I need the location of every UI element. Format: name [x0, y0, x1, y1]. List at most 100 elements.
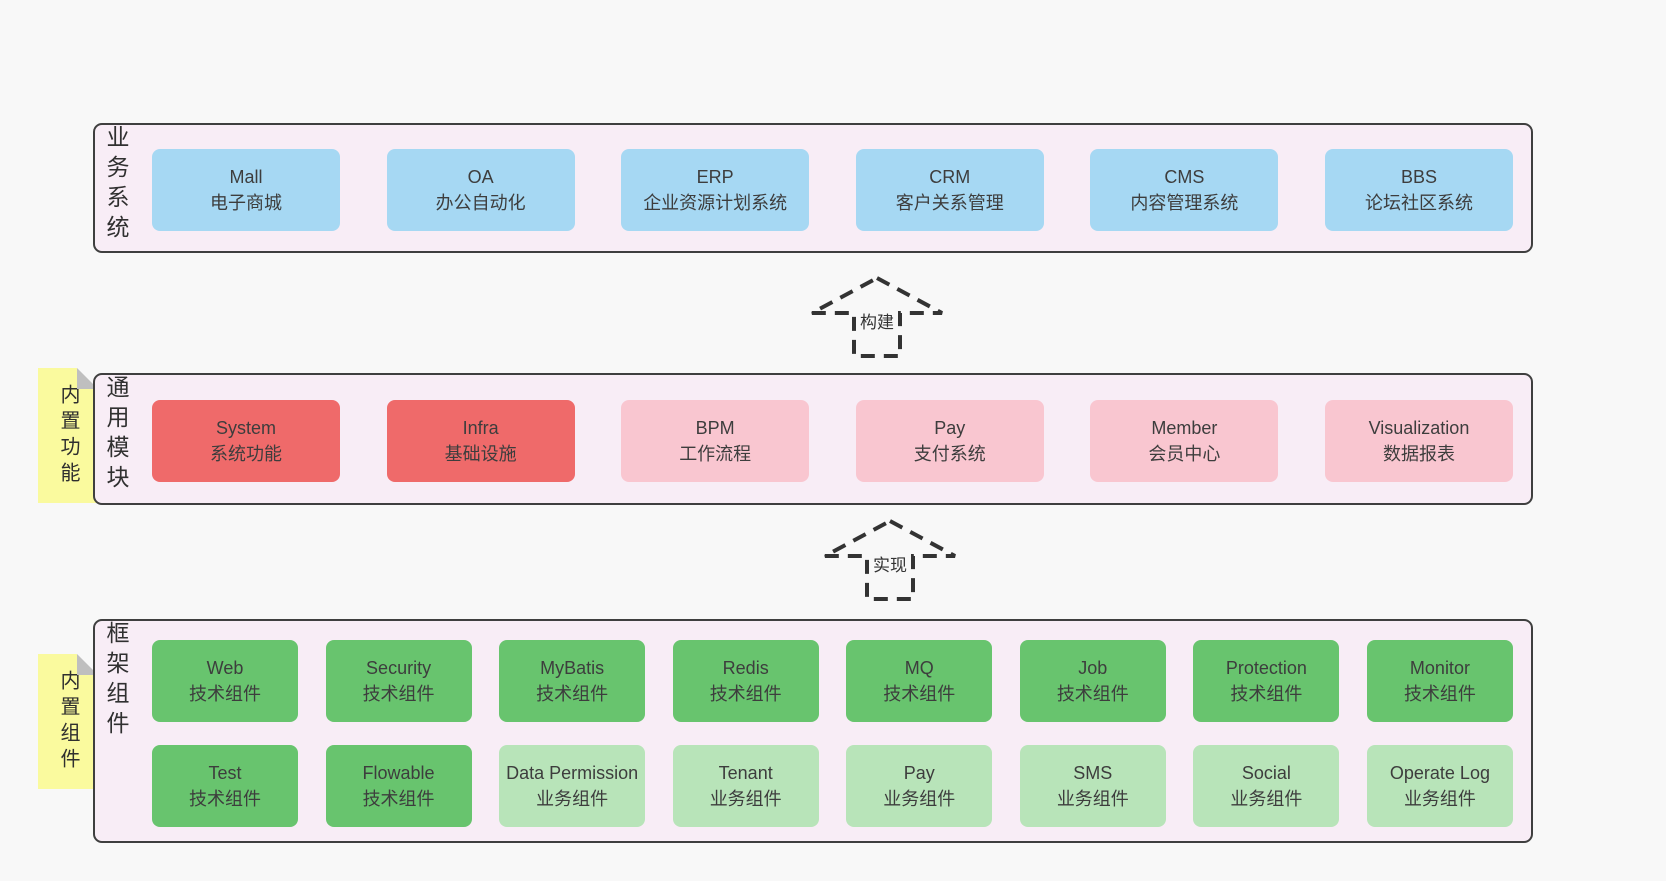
box-social-name: Social [1241, 762, 1291, 783]
box-protection-name: Protection [1225, 657, 1307, 678]
note-builtin-features-text: 内置功能 [57, 383, 79, 488]
box-member-desc: 会员中心 [1148, 444, 1221, 464]
box-protection-desc: 技术组件 [1230, 684, 1303, 704]
box-erp-name: ERP [696, 166, 734, 187]
box-security-desc: 技术组件 [362, 684, 435, 704]
band-common-modules: 通用模块 System 系统功能 Infra 基础设施 BPM 工作流程 Pay 支付系… [93, 373, 1533, 505]
box-cms-desc: 内容管理系统 [1130, 193, 1239, 213]
box-system-name: System [215, 417, 276, 438]
box-pay-module-desc: 支付系统 [913, 444, 986, 464]
box-member-name: Member [1151, 417, 1218, 438]
box-system: System 系统功能 [152, 400, 340, 482]
box-tenant: Tenant 业务组件 [672, 745, 819, 827]
box-flowable-name: Flowable [362, 762, 435, 783]
box-member: Member 会员中心 [1090, 400, 1279, 482]
box-pay-component-desc: 业务组件 [883, 789, 956, 809]
box-monitor-desc: 技术组件 [1403, 684, 1476, 704]
box-redis-desc: 技术组件 [709, 684, 782, 704]
box-bbs-name: BBS [1400, 166, 1437, 187]
box-protection: Protection 技术组件 [1193, 640, 1340, 722]
box-security-name: Security [366, 657, 432, 678]
box-visualization: Visualization 数据报表 [1324, 400, 1513, 482]
box-mall: Mall 电子商城 [152, 149, 340, 231]
box-web-name: Web [206, 657, 244, 678]
box-infra-name: Infra [462, 417, 499, 438]
note-builtin-features: 内置功能 [38, 368, 98, 503]
common-modules-row: System 系统功能 Infra 基础设施 BPM 工作流程 Pay 支付系统 Mem… [152, 400, 1513, 482]
box-mq-name: MQ [904, 657, 934, 678]
box-monitor-name: Monitor [1409, 657, 1470, 678]
box-oa: OA 办公自动化 [386, 149, 575, 231]
box-tenant-desc: 业务组件 [709, 789, 782, 809]
box-bbs: BBS 论坛社区系统 [1324, 149, 1513, 231]
box-security: Security 技术组件 [325, 640, 472, 722]
band-framework-components-label: 框架组件 [103, 621, 129, 741]
box-redis: Redis 技术组件 [672, 640, 819, 722]
framework-components-row-2: Test 技术组件 Flowable 技术组件 Data Permission 业务组… [152, 745, 1513, 827]
box-job-name: Job [1078, 657, 1108, 678]
box-test-desc: 技术组件 [189, 789, 261, 809]
box-infra: Infra 基础设施 [386, 400, 575, 482]
arrow-build: 构建 [807, 275, 947, 359]
box-mall-desc: 电子商城 [210, 193, 282, 213]
box-pay-component: Pay 业务组件 [846, 745, 993, 827]
box-bpm-name: BPM [695, 417, 735, 438]
box-mybatis: MyBatis 技术组件 [499, 640, 646, 722]
box-bpm-desc: 工作流程 [679, 444, 752, 464]
box-pay-module-name: Pay [934, 417, 966, 438]
box-cms-name: CMS [1164, 166, 1205, 187]
box-visualization-name: Visualization [1368, 417, 1470, 438]
box-test: Test 技术组件 [152, 745, 298, 827]
box-tenant-name: Tenant [718, 762, 773, 783]
arrow-implement-label: 实现 [871, 551, 909, 576]
box-system-desc: 系统功能 [210, 444, 282, 464]
box-data-permission: Data Permission 业务组件 [499, 745, 646, 827]
box-test-name: Test [208, 762, 242, 783]
box-flowable: Flowable 技术组件 [325, 745, 472, 827]
box-flowable-desc: 技术组件 [362, 789, 435, 809]
box-crm-desc: 客户关系管理 [895, 193, 1004, 213]
box-sms: SMS 业务组件 [1019, 745, 1166, 827]
box-redis-name: Redis [722, 657, 769, 678]
box-infra-desc: 基础设施 [444, 444, 517, 464]
box-pay-component-name: Pay [903, 762, 935, 783]
arrow-build-label: 构建 [858, 308, 896, 333]
up-arrow-icon [824, 518, 956, 601]
box-oa-name: OA [467, 166, 494, 187]
box-operate-log-desc: 业务组件 [1403, 789, 1476, 809]
box-mybatis-desc: 技术组件 [536, 684, 609, 704]
box-data-permission-name: Data Permission [506, 762, 639, 783]
box-operate-log: Operate Log 业务组件 [1366, 745, 1513, 827]
box-bpm: BPM 工作流程 [621, 400, 810, 482]
box-social-desc: 业务组件 [1230, 789, 1303, 809]
box-data-permission-desc: 业务组件 [536, 789, 609, 809]
box-pay-module: Pay 支付系统 [855, 400, 1044, 482]
note-builtin-components-text: 内置组件 [57, 669, 79, 774]
box-mall-name: Mall [229, 166, 263, 187]
box-oa-desc: 办公自动化 [435, 193, 526, 213]
box-erp-desc: 企业资源计划系统 [643, 193, 788, 213]
box-mybatis-name: MyBatis [540, 657, 605, 678]
arrow-implement: 实现 [820, 518, 960, 602]
box-monitor: Monitor 技术组件 [1366, 640, 1513, 722]
box-job-desc: 技术组件 [1056, 684, 1129, 704]
box-sms-name: SMS [1073, 762, 1113, 783]
box-social: Social 业务组件 [1193, 745, 1340, 827]
band-business-systems-label: 业务系统 [103, 125, 129, 245]
box-operate-log-name: Operate Log [1389, 762, 1490, 783]
note-builtin-components: 内置组件 [38, 654, 98, 789]
box-sms-desc: 业务组件 [1056, 789, 1129, 809]
box-cms: CMS 内容管理系统 [1090, 149, 1279, 231]
box-visualization-desc: 数据报表 [1382, 444, 1455, 464]
box-bbs-desc: 论坛社区系统 [1364, 193, 1473, 213]
box-job: Job 技术组件 [1019, 640, 1166, 722]
band-common-modules-label: 通用模块 [103, 375, 129, 495]
